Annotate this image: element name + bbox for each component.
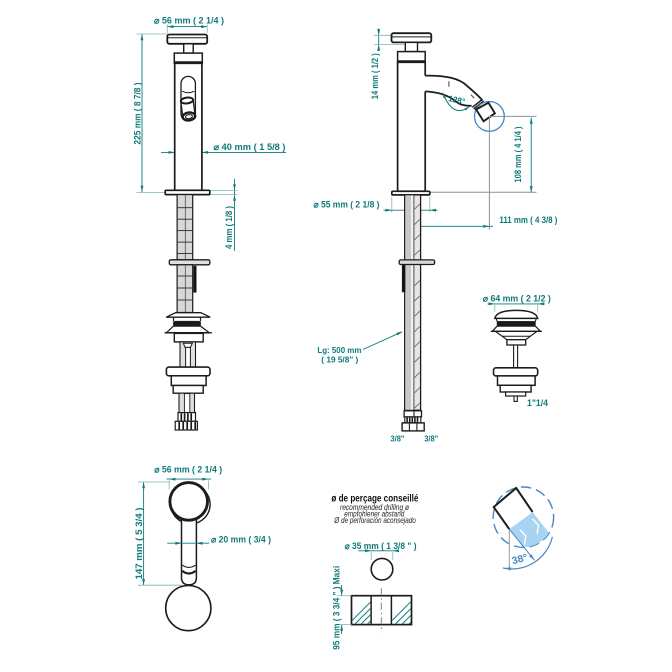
svg-text:empfohlener abstand: empfohlener abstand: [344, 510, 404, 519]
svg-text:1"1/4: 1"1/4: [527, 398, 548, 408]
svg-text:128°: 128°: [447, 93, 466, 106]
svg-text:38°: 38°: [511, 552, 529, 567]
svg-text:111 mm ( 4 3/8 ): 111 mm ( 4 3/8 ): [499, 215, 557, 225]
svg-text:⌀ 56 mm ( 2 1/4 ): ⌀ 56 mm ( 2 1/4 ): [154, 464, 222, 474]
svg-text:4 mm ( 1/8 ): 4 mm ( 1/8 ): [224, 206, 234, 249]
svg-text:3/8": 3/8": [391, 434, 405, 444]
svg-text:⌀ 35 mm ( 1 3/8 " ): ⌀ 35 mm ( 1 3/8 " ): [345, 541, 417, 551]
svg-text:Ø de perforación aconsejado: Ø de perforación aconsejado: [334, 516, 417, 525]
svg-text:⌀ 20 mm ( 3/4 ): ⌀ 20 mm ( 3/4 ): [211, 534, 271, 544]
svg-text:recommended drilling ø: recommended drilling ø: [340, 503, 409, 512]
svg-text:⌀ 55 mm ( 2 1/8 ): ⌀ 55 mm ( 2 1/8 ): [314, 199, 380, 209]
svg-text:14 mm ( 1/2 ): 14 mm ( 1/2 ): [370, 53, 380, 99]
svg-text:⌀ 40 mm ( 1 5/8 ): ⌀ 40 mm ( 1 5/8 ): [214, 142, 286, 152]
svg-text:147 mm ( 5 3/4 ): 147 mm ( 5 3/4 ): [134, 508, 144, 580]
svg-text:95 mm ( 3 3/4 " ) Maxi: 95 mm ( 3 3/4 " ) Maxi: [332, 566, 342, 650]
svg-text:108 mm ( 4 1/4 ): 108 mm ( 4 1/4 ): [513, 127, 523, 183]
svg-text:ø de perçage conseillé: ø de perçage conseillé: [331, 494, 418, 505]
svg-text:3/8": 3/8": [424, 434, 438, 444]
svg-text:( 19 5/8" ): ( 19 5/8" ): [321, 354, 358, 364]
svg-text:⌀ 64 mm ( 2 1/2 ): ⌀ 64 mm ( 2 1/2 ): [483, 294, 551, 304]
svg-text:⌀ 56 mm ( 2 1/4 ): ⌀ 56 mm ( 2 1/4 ): [154, 16, 224, 26]
svg-text:Lg: 500 mm: Lg: 500 mm: [317, 345, 361, 355]
svg-text:225 mm ( 8 7/8 ): 225 mm ( 8 7/8 ): [133, 83, 143, 145]
